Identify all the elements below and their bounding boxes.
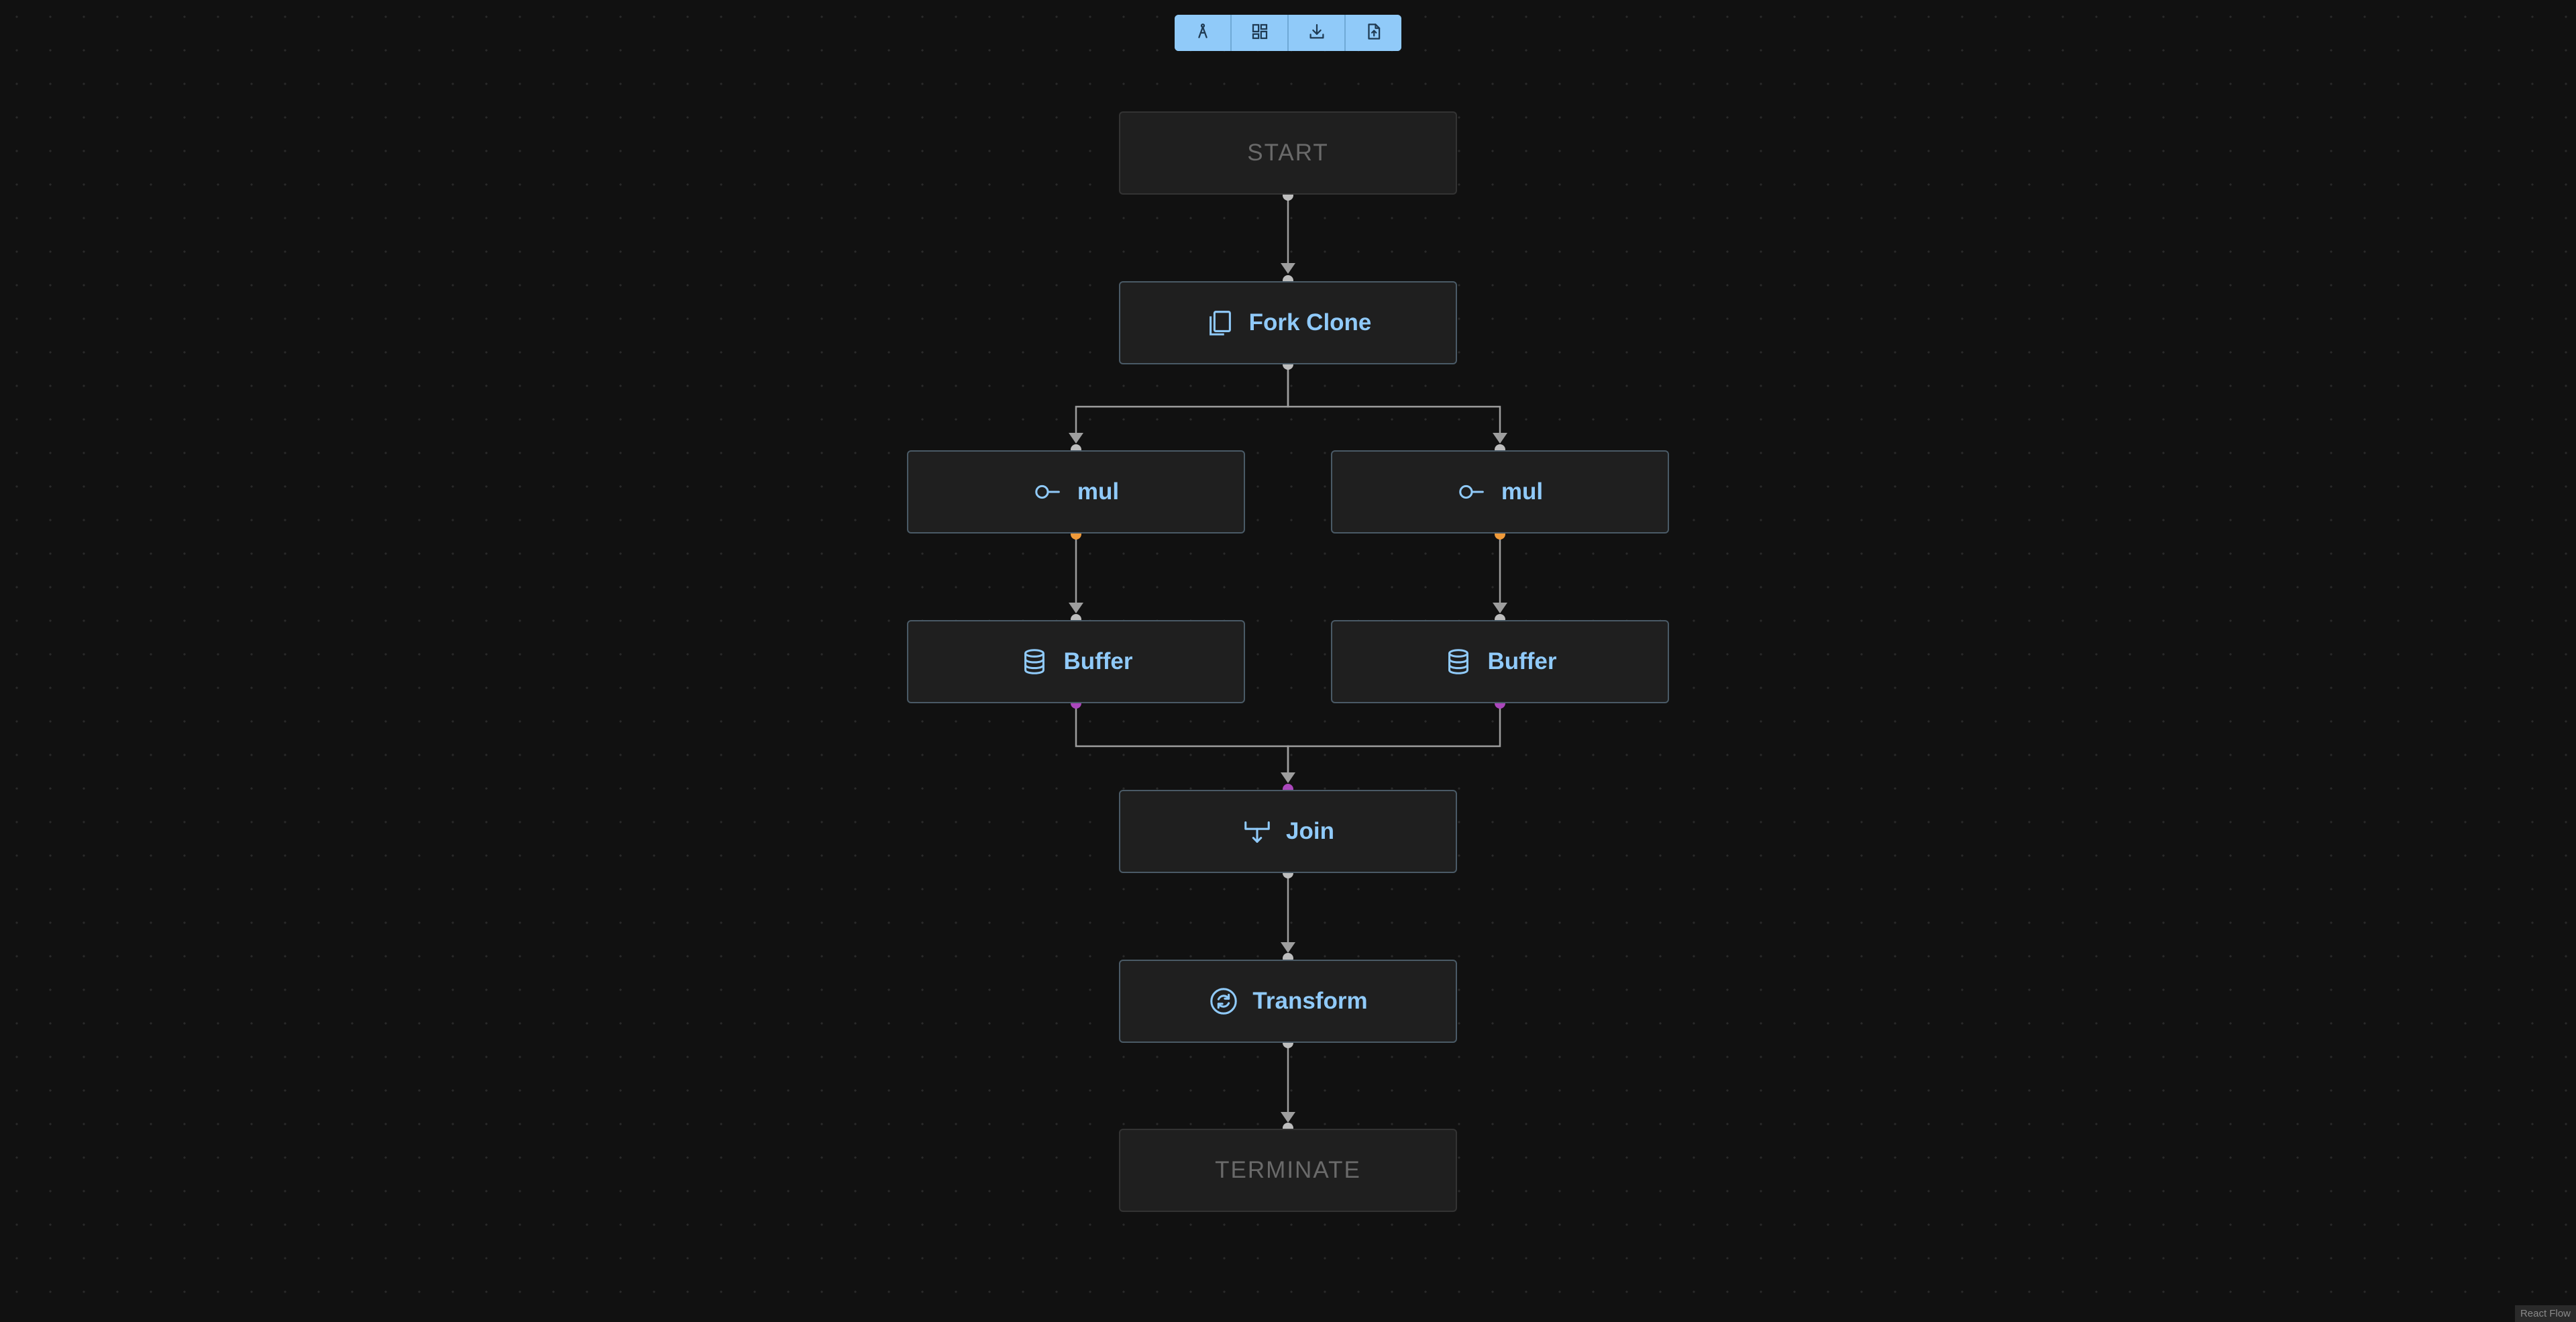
download-button[interactable] — [1289, 15, 1346, 51]
toolbar — [1175, 15, 1401, 51]
grid-view-button[interactable] — [1232, 15, 1289, 51]
node-label: Fork Clone — [1248, 309, 1372, 336]
transform-node[interactable]: Transform — [1119, 960, 1457, 1043]
grid-icon — [1250, 21, 1270, 45]
copy-icon — [1205, 307, 1236, 338]
node-label: Transform — [1252, 988, 1368, 1014]
database-icon — [1019, 646, 1050, 677]
upload-file-button[interactable] — [1346, 15, 1401, 51]
node-label: Buffer — [1063, 648, 1133, 674]
arrowhead — [1493, 603, 1507, 613]
buffer-left-node[interactable]: Buffer — [907, 620, 1245, 703]
arrowhead — [1069, 433, 1083, 444]
arrowhead — [1281, 942, 1295, 953]
mul-right-node[interactable]: mul — [1331, 450, 1669, 533]
terminate-node[interactable]: TERMINATE — [1119, 1129, 1457, 1212]
node-label: START — [1247, 140, 1329, 166]
fork-clone-node[interactable]: Fork Clone — [1119, 281, 1457, 364]
arrowhead — [1281, 263, 1295, 274]
node-label: Join — [1286, 818, 1334, 844]
sync-icon — [1208, 986, 1239, 1017]
database-icon — [1443, 646, 1474, 677]
arrowhead — [1493, 433, 1507, 444]
mul-left-node[interactable]: mul — [907, 450, 1245, 533]
merge-icon — [1242, 816, 1273, 847]
edge-fork-mul-right[interactable] — [1287, 364, 1501, 437]
node-label: mul — [1077, 478, 1120, 505]
upload-file-icon — [1364, 21, 1384, 45]
attribution-link[interactable]: React Flow — [2514, 1305, 2576, 1322]
key-icon — [1457, 476, 1488, 507]
layout-icon — [1193, 21, 1213, 45]
buffer-right-node[interactable]: Buffer — [1331, 620, 1669, 703]
arrowhead — [1281, 1112, 1295, 1123]
edge-buffer-join-right[interactable] — [1287, 703, 1501, 776]
node-label: Buffer — [1487, 648, 1557, 674]
auto-layout-button[interactable] — [1175, 15, 1232, 51]
arrowhead — [1069, 603, 1083, 613]
start-node[interactable]: START — [1119, 111, 1457, 195]
download-icon — [1307, 21, 1327, 45]
arrowhead — [1281, 772, 1295, 783]
edge-fork-mul-left[interactable] — [1075, 364, 1289, 437]
node-label: mul — [1501, 478, 1544, 505]
key-icon — [1033, 476, 1064, 507]
node-label: TERMINATE — [1215, 1157, 1361, 1183]
edge-buffer-join-left[interactable] — [1075, 703, 1289, 776]
join-node[interactable]: Join — [1119, 790, 1457, 873]
